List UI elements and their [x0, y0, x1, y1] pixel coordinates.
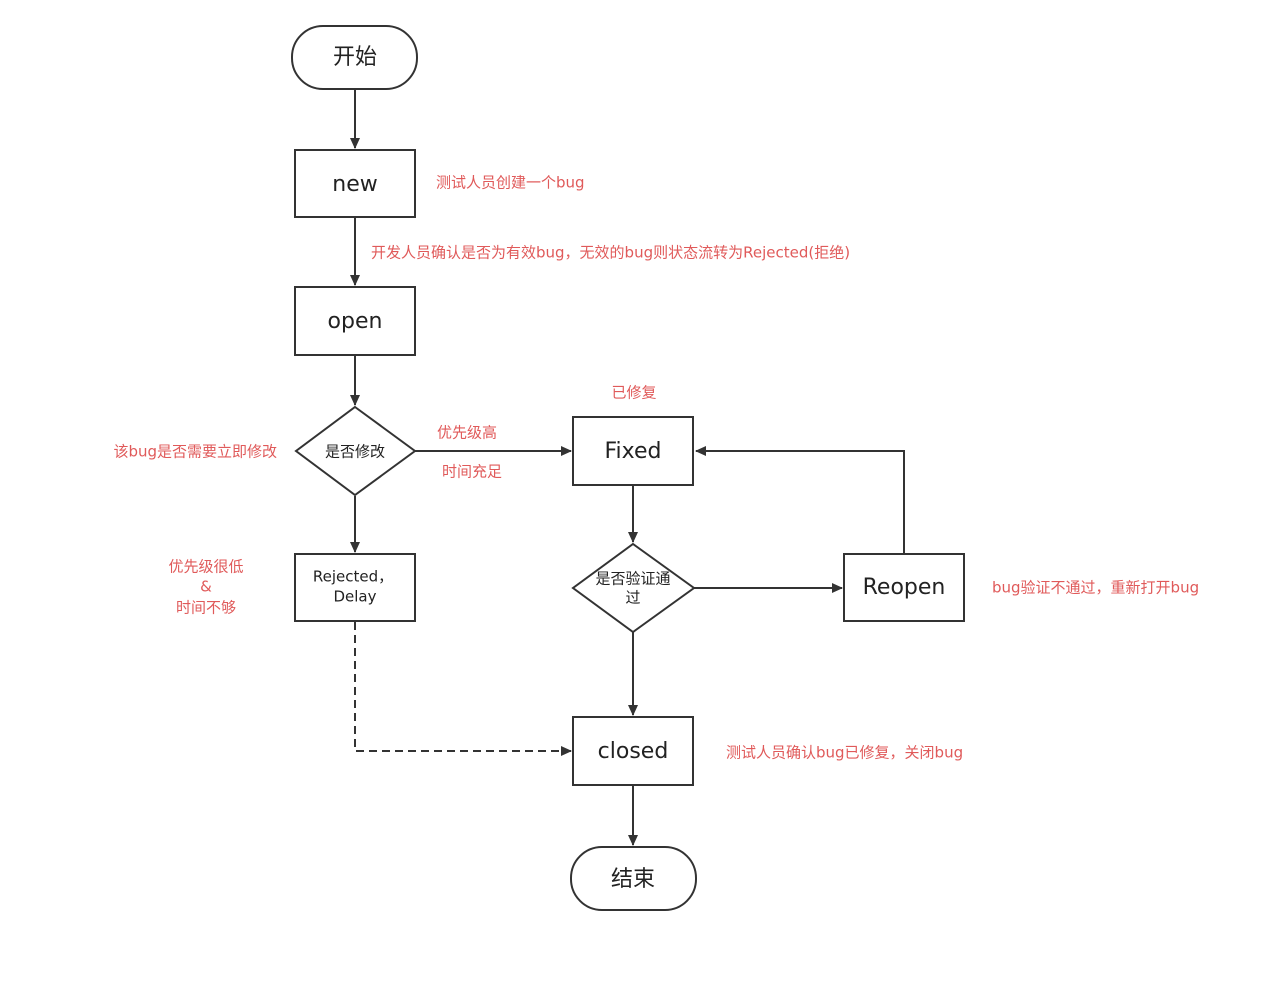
annotation-new: 测试人员创建一个bug	[436, 174, 585, 192]
decision-verify-label-line1: 是否验证通	[595, 570, 670, 588]
decision-fix-label: 是否修改	[325, 443, 385, 461]
start-terminal	[291, 25, 418, 90]
annotation-low-priority-line3: 时间不够	[176, 599, 236, 617]
annotation-reopen: bug验证不通过，重新打开bug	[992, 579, 1199, 597]
rejected-label-line2: Delay	[333, 588, 376, 606]
open-label: open	[328, 309, 383, 334]
node-closed	[572, 716, 694, 786]
node-reopen	[843, 553, 965, 622]
decision-verify-label-line2: 过	[625, 589, 640, 607]
start-label: 开始	[333, 45, 377, 70]
annotation-time-enough: 时间充足	[442, 463, 502, 481]
fixed-label: Fixed	[604, 439, 661, 464]
annotation-decision: 该bug是否需要立即修改	[113, 443, 277, 461]
decision-verify	[571, 542, 696, 634]
reopen-label: Reopen	[863, 575, 946, 600]
annotation-fixed: 已修复	[611, 384, 656, 402]
annotation-closed: 测试人员确认bug已修复，关闭bug	[726, 744, 963, 762]
arrow-reopen-to-fixed	[695, 446, 905, 553]
rejected-label-line1: Rejected，	[313, 568, 393, 586]
node-new	[294, 149, 416, 218]
new-label: new	[332, 172, 377, 197]
annotation-priority-high: 优先级高	[437, 424, 497, 442]
node-rejected-delay	[294, 553, 416, 622]
dashed-arrow-rejected-to-closed	[354, 622, 572, 756]
annotation-open-transition: 开发人员确认是否为有效bug，无效的bug则状态流转为Rejected(拒绝)	[371, 244, 850, 262]
annotation-low-priority-line1: 优先级很低	[168, 558, 243, 576]
end-terminal	[570, 846, 697, 911]
decision-fix	[294, 405, 417, 497]
annotation-low-priority-line2: &	[200, 578, 212, 596]
node-open	[294, 286, 416, 356]
closed-label: closed	[598, 739, 669, 764]
node-fixed	[572, 416, 694, 486]
end-label: 结束	[611, 867, 655, 892]
